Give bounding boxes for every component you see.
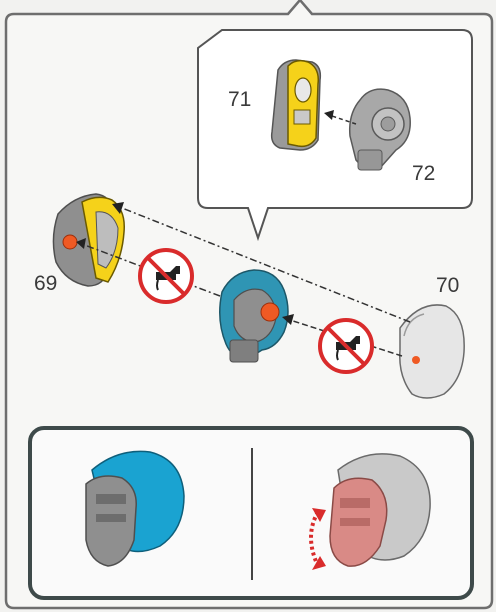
- label-71: 71: [228, 88, 251, 111]
- label-70: 70: [436, 274, 459, 297]
- label-72: 72: [412, 162, 435, 185]
- part-69-gray-shell: [53, 194, 124, 286]
- callout-bubble: [198, 30, 472, 238]
- part-71-yellow-bracket: [272, 60, 321, 150]
- no-glue-icon-left: [140, 250, 192, 302]
- no-glue-icon-right: [320, 320, 372, 372]
- label-69: 69: [34, 272, 57, 295]
